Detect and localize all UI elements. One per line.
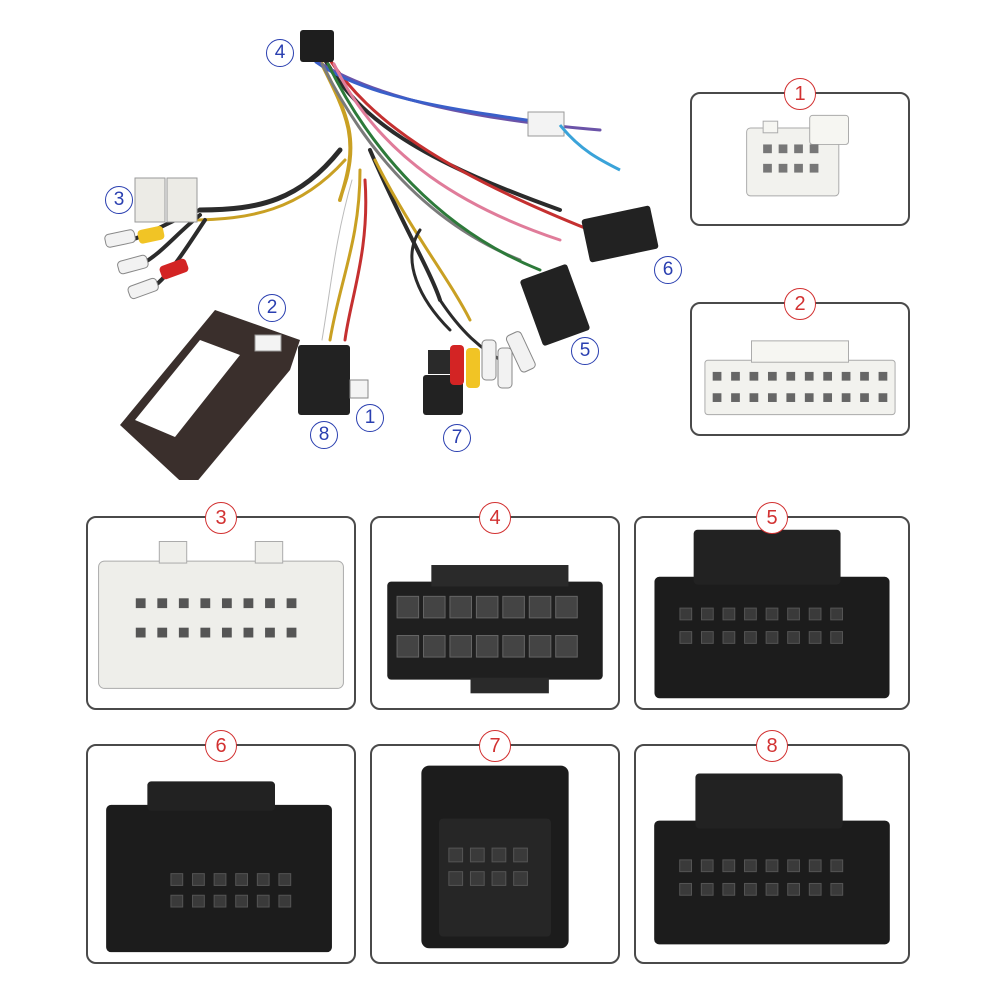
white-16-pin-connector [98, 541, 344, 689]
harness-rca-left [104, 225, 189, 300]
white-8-pin-connector [746, 114, 849, 197]
connector-card-8: 8 [634, 730, 910, 964]
card-number-3: 3 [205, 502, 237, 534]
wiring-harness-image: 4 3 2 8 1 7 5 6 [0, 0, 682, 490]
white-20-pin-connector [704, 340, 896, 416]
harness-number-8: 8 [310, 421, 338, 449]
harness-wires [128, 58, 602, 367]
harness-number-7: 7 [443, 424, 471, 452]
black-16-pin-connector-5 [654, 529, 890, 699]
harness-label-tag [527, 111, 565, 137]
connector-card-3: 3 [86, 502, 356, 710]
card-number-5: 5 [756, 502, 788, 534]
card-number-6: 6 [205, 730, 237, 762]
black-8-pin-connector [421, 765, 569, 949]
harness-drawing [104, 30, 659, 490]
harness-number-2: 2 [258, 294, 286, 322]
harness-number-6: 6 [654, 256, 682, 284]
connector-card-6: 6 [86, 730, 356, 964]
card-number-1: 1 [784, 78, 816, 110]
harness-connector-3 [134, 177, 198, 223]
harness-rca-right [450, 331, 536, 389]
card-number-2: 2 [784, 288, 816, 320]
harness-connector-4 [300, 30, 334, 62]
black-16-pin-latch-connector [106, 781, 332, 953]
black-16-pin-connector-8 [654, 773, 890, 945]
harness-connector-5 [520, 264, 590, 346]
connector-card-4: 4 [370, 502, 620, 710]
connector-card-2: 2 [690, 288, 910, 436]
harness-connector-7 [423, 375, 463, 415]
harness-number-1: 1 [356, 404, 384, 432]
connector-card-1: 1 [690, 78, 910, 226]
card-number-4: 4 [479, 502, 511, 534]
harness-connector-8 [298, 345, 350, 415]
harness-connector-6 [581, 205, 659, 263]
connector-card-5: 5 [634, 502, 910, 710]
card-number-8: 8 [756, 730, 788, 762]
harness-canbus-box [120, 310, 300, 490]
black-16-pin-iso-connector [387, 565, 603, 694]
harness-number-3: 3 [105, 186, 133, 214]
harness-connector-1 [349, 379, 369, 399]
connector-card-7: 7 [370, 730, 620, 964]
card-number-7: 7 [479, 730, 511, 762]
harness-number-5: 5 [571, 337, 599, 365]
harness-number-4: 4 [266, 39, 294, 67]
